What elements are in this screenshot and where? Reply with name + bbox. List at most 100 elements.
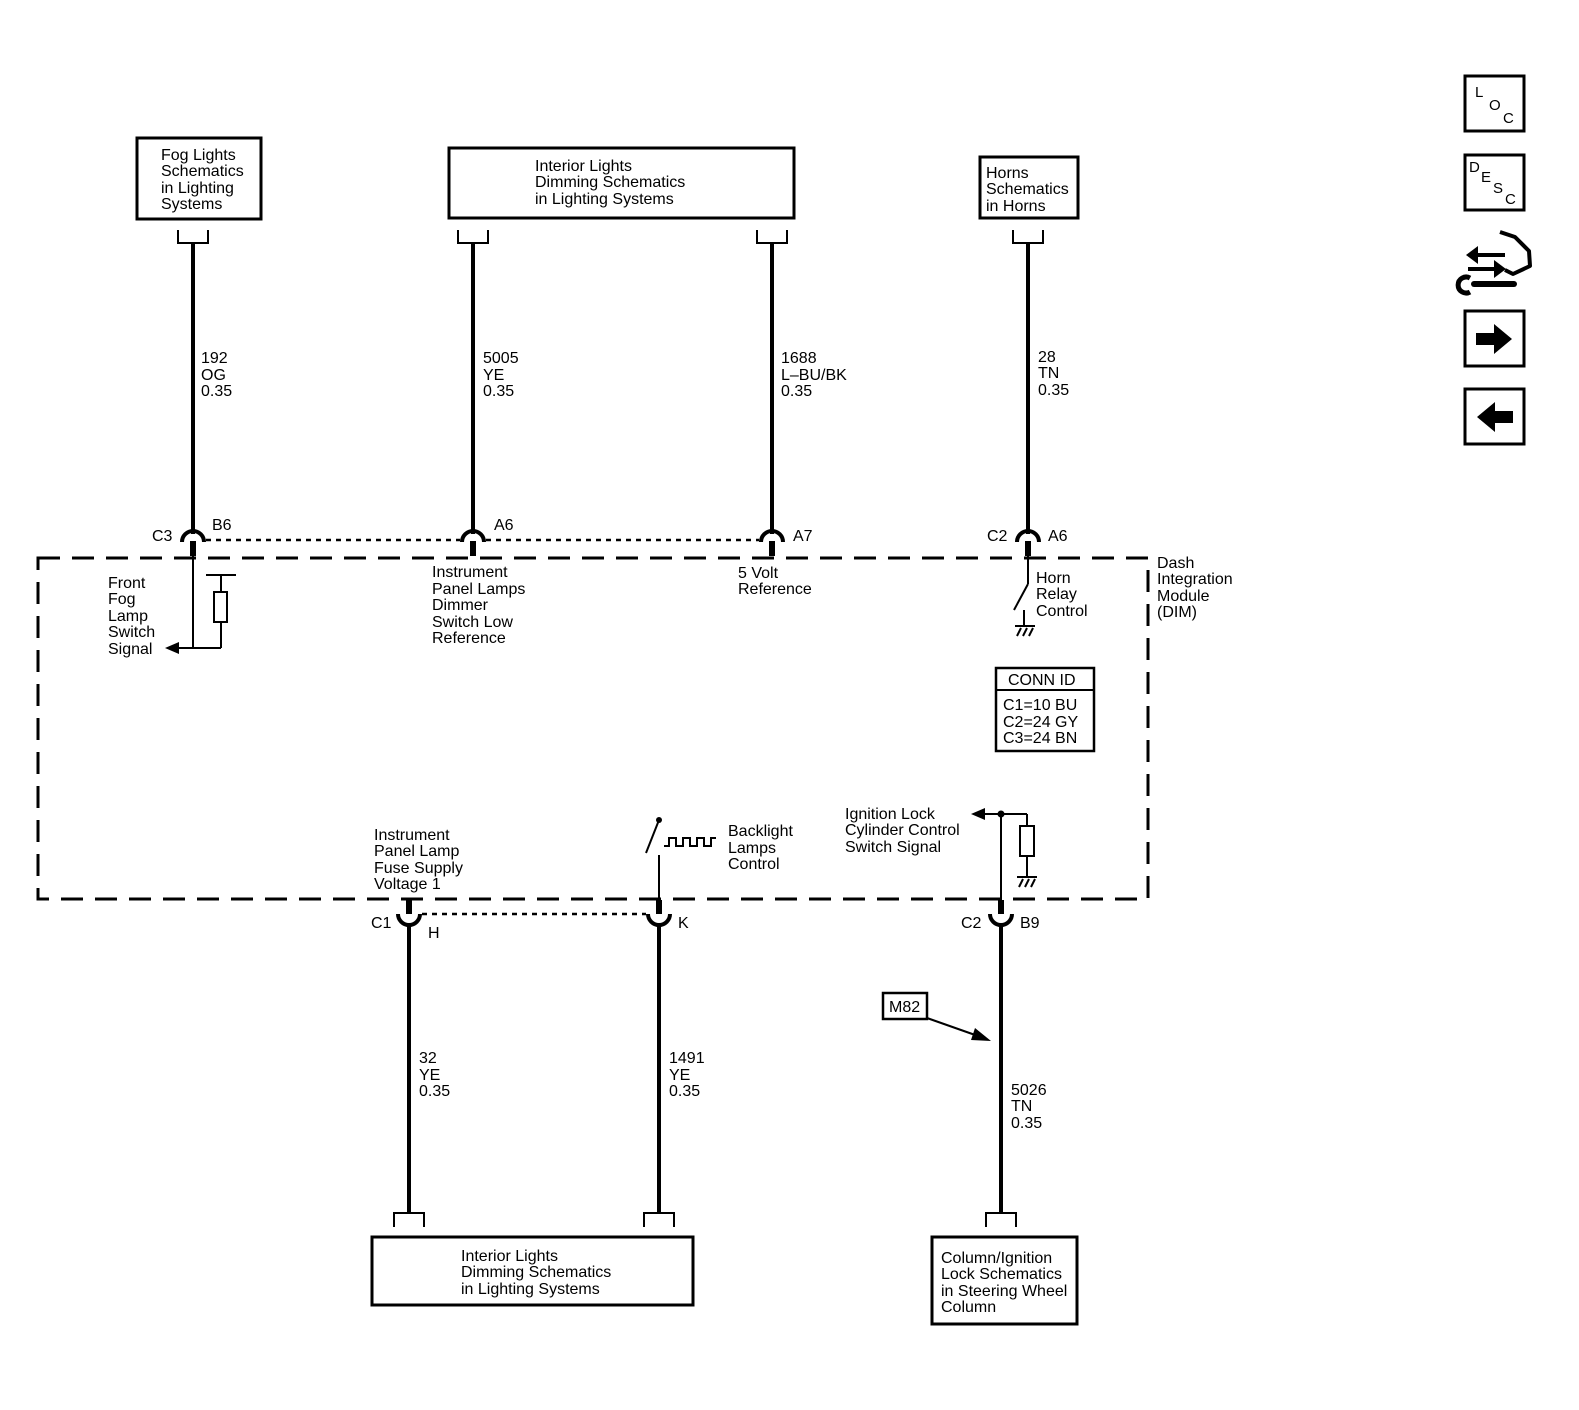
m82-label: M82 xyxy=(889,999,920,1016)
svg-text:OG: OG xyxy=(201,367,226,384)
svg-text:Horn: Horn xyxy=(1036,570,1071,587)
ip-fuse-supply-label: Instrument Panel Lamp Fuse Supply Voltag… xyxy=(374,827,463,893)
box-line: Interior Lights xyxy=(461,1248,558,1265)
fog-lights-schematic-link[interactable]: Fog Lights Schematics in Lighting System… xyxy=(135,136,263,221)
svg-text:Fuse Supply: Fuse Supply xyxy=(374,860,463,877)
m82-callout[interactable]: M82 xyxy=(881,991,929,1021)
front-fog-pullup-circuit xyxy=(165,556,236,654)
wire-label-5026: 5026 TN 0.35 xyxy=(1011,1082,1047,1132)
box-line: in Lighting xyxy=(161,180,234,197)
m82-arrow xyxy=(926,1017,991,1041)
previous-page-button[interactable] xyxy=(1463,387,1526,446)
box-line: Horns xyxy=(986,165,1029,182)
backlight-lamps-control-label: Backlight Lamps Control xyxy=(728,823,793,873)
svg-text:5 Volt: 5 Volt xyxy=(738,565,779,582)
loc-icon-letter: C xyxy=(1503,110,1514,127)
desc-icon-letter: D xyxy=(1469,159,1480,176)
conn-id-title: CONN ID xyxy=(1008,672,1076,689)
svg-text:Reference: Reference xyxy=(432,630,506,647)
desc-icon-letter: E xyxy=(1481,169,1491,186)
svg-text:Voltage 1: Voltage 1 xyxy=(374,876,441,893)
svg-text:Switch Signal: Switch Signal xyxy=(845,839,941,856)
svg-text:Panel Lamp: Panel Lamp xyxy=(374,843,459,860)
wire-label-28: 28 TN 0.35 xyxy=(1038,349,1069,399)
svg-text:TN: TN xyxy=(1011,1098,1032,1115)
desc-button[interactable]: D E S C xyxy=(1463,153,1526,212)
loc-button[interactable]: L O C xyxy=(1463,74,1526,133)
svg-text:Dash: Dash xyxy=(1157,555,1194,572)
ignition-lock-signal-label: Ignition Lock Cylinder Control Switch Si… xyxy=(845,806,960,856)
horns-schematic-link[interactable]: Horns Schematics in Horns xyxy=(978,155,1080,220)
svg-text:Backlight: Backlight xyxy=(728,823,793,840)
svg-text:Control: Control xyxy=(728,856,780,873)
svg-text:Signal: Signal xyxy=(108,641,152,658)
box-line: in Lighting Systems xyxy=(461,1281,600,1298)
svg-text:(DIM): (DIM) xyxy=(1157,604,1197,621)
box-line: Dimming Schematics xyxy=(535,174,685,191)
svg-text:Control: Control xyxy=(1036,603,1088,620)
svg-text:Switch: Switch xyxy=(108,624,155,641)
svg-text:Integration: Integration xyxy=(1157,571,1233,588)
terminal-brackets-bottom xyxy=(393,1212,1017,1227)
column-ignition-lock-schematic-link[interactable]: Column/Ignition Lock Schematics in Steer… xyxy=(930,1235,1079,1326)
svg-text:K: K xyxy=(678,915,689,932)
svg-text:TN: TN xyxy=(1038,365,1059,382)
box-line: in Steering Wheel xyxy=(941,1283,1067,1300)
svg-text:H: H xyxy=(428,925,440,942)
desc-icon-letter: S xyxy=(1493,180,1503,197)
svg-text:0.35: 0.35 xyxy=(419,1083,450,1100)
loc-icon-letter: O xyxy=(1489,97,1501,114)
svg-text:YE: YE xyxy=(419,1067,440,1084)
box-line: Interior Lights xyxy=(535,158,632,175)
svg-text:Instrument: Instrument xyxy=(374,827,450,844)
horn-relay-switch xyxy=(1013,556,1035,637)
svg-text:Cylinder Control: Cylinder Control xyxy=(845,822,960,839)
svg-text:Instrument: Instrument xyxy=(432,564,508,581)
box-line: in Horns xyxy=(986,198,1046,215)
svg-text:Panel Lamps: Panel Lamps xyxy=(432,581,525,598)
svg-text:C2: C2 xyxy=(961,915,982,932)
box-line: Systems xyxy=(161,196,222,213)
svg-text:Reference: Reference xyxy=(738,581,812,598)
wire-label-32: 32 YE 0.35 xyxy=(419,1050,450,1100)
interior-lights-dimming-top-link[interactable]: Interior Lights Dimming Schematics in Li… xyxy=(447,146,796,220)
conn-id-row: C3=24 BN xyxy=(1003,730,1077,747)
svg-text:YE: YE xyxy=(483,367,504,384)
svg-text:0.35: 0.35 xyxy=(781,383,812,400)
svg-text:C1: C1 xyxy=(371,915,392,932)
svg-text:1688: 1688 xyxy=(781,350,817,367)
svg-text:C2: C2 xyxy=(987,528,1008,545)
svg-text:Module: Module xyxy=(1157,588,1210,605)
connector-symbols-bottom xyxy=(396,899,1014,927)
svg-text:1491: 1491 xyxy=(669,1050,705,1067)
next-page-button[interactable] xyxy=(1463,309,1526,368)
svg-text:0.35: 0.35 xyxy=(1038,382,1069,399)
five-volt-reference-label: 5 Volt Reference xyxy=(738,565,812,598)
svg-text:Switch Low: Switch Low xyxy=(432,614,513,631)
box-line: Schematics xyxy=(986,181,1069,198)
svg-text:0.35: 0.35 xyxy=(669,1083,700,1100)
svg-text:Fog: Fog xyxy=(108,591,136,608)
svg-text:0.35: 0.35 xyxy=(1011,1115,1042,1132)
svg-text:0.35: 0.35 xyxy=(201,383,232,400)
svg-text:192: 192 xyxy=(201,350,228,367)
conn-id-row: C1=10 BU xyxy=(1003,697,1077,714)
conn-id-row: C2=24 GY xyxy=(1003,714,1078,731)
svg-text:Front: Front xyxy=(108,575,146,592)
pin-labels-bottom: C1 H K C2 B9 xyxy=(371,915,1040,942)
box-line: in Lighting Systems xyxy=(535,191,674,208)
interior-lights-dimming-bottom-link[interactable]: Interior Lights Dimming Schematics in Li… xyxy=(370,1235,695,1307)
svg-text:0.35: 0.35 xyxy=(483,383,514,400)
horn-relay-control-label: Horn Relay Control xyxy=(1036,570,1088,620)
wire-label-1688: 1688 L–BU/BK 0.35 xyxy=(781,350,847,400)
desc-icon-letter: C xyxy=(1505,191,1516,208)
diagnostic-wrench-icon[interactable] xyxy=(1455,230,1532,296)
dim-module-label: Dash Integration Module (DIM) xyxy=(1157,555,1233,621)
conn-id-table: CONN ID C1=10 BU C2=24 GY C3=24 BN xyxy=(994,666,1096,753)
box-line: Column/Ignition xyxy=(941,1250,1052,1267)
svg-text:L–BU/BK: L–BU/BK xyxy=(781,367,847,384)
svg-text:A6: A6 xyxy=(1048,528,1068,545)
ignition-lock-pulldown-circuit xyxy=(971,808,1037,905)
svg-text:28: 28 xyxy=(1038,349,1056,366)
svg-text:C3: C3 xyxy=(152,528,173,545)
